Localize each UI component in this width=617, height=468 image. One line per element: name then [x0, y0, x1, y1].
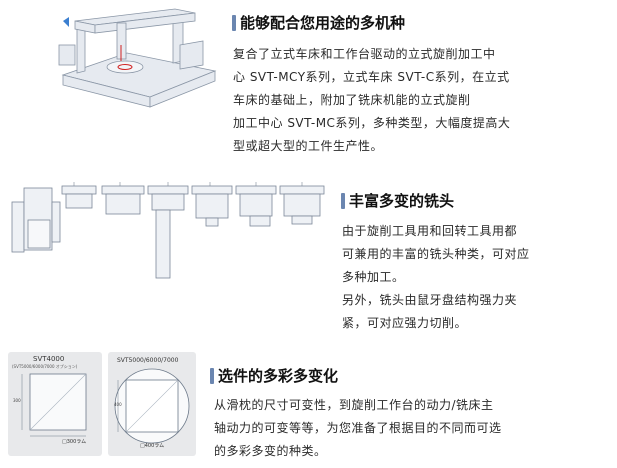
ram-diagram-right-title: SVT5000/6000/7000: [117, 357, 179, 364]
section1-line: 型或超大型的工件生产性。: [233, 139, 384, 153]
milling-heads-illustration: [11, 182, 325, 279]
ram-note-right: □400ラム: [140, 443, 165, 449]
heading-marker: [210, 367, 214, 384]
heading-marker: [341, 192, 345, 209]
section2-paragraph: 由于旋削工具用和回转工具用都 可兼用的丰富的铣头种类，可对应 多种加工。 另外，…: [342, 220, 530, 335]
section2-line: 另外，铣头由鼠牙盘结构强力夹: [342, 293, 518, 307]
ram-square-large: [114, 368, 190, 444]
section1-line: 车床的基础上，附加了铣床机能的立式旋削: [233, 93, 471, 107]
section3-line: 从滑枕的尺寸可变性，到旋削工作台的动力/铣床主: [214, 398, 494, 412]
ram-square-small: [21, 373, 87, 437]
heading-marker: [232, 14, 236, 31]
section1-line: 心 SVT-MCY系列，立式车床 SVT-C系列，在立式: [233, 70, 510, 84]
section2-line: 由于旋削工具用和回转工具用都: [342, 224, 518, 238]
section1-line: 加工中心 SVT-MC系列，多种类型，大幅度提高大: [233, 116, 511, 130]
section3-line: 的多彩多变的种类。: [214, 444, 327, 458]
ram-dim-right: 400: [114, 402, 122, 407]
section2-title: 丰富多变的铣头: [349, 192, 455, 210]
section1-line: 复合了立式车床和工作台驱动的立式旋削加工中: [233, 47, 496, 61]
section2-heading: 丰富多变的铣头: [341, 190, 454, 211]
ram-note-left: □300ラム: [62, 439, 87, 445]
section3-paragraph: 从滑枕的尺寸可变性，到旋削工作台的动力/铣床主 轴动力的可变等等，为您准备了根据…: [214, 394, 502, 463]
section2-line: 紧，可对应强力切削。: [342, 316, 468, 330]
section3-title: 选件的多彩多变化: [218, 367, 339, 385]
machine-illustration: [58, 8, 217, 108]
ram-diagram-left-subtitle: (SVT5000/6000/7000 オプション): [12, 364, 78, 369]
section3-line: 轴动力的可变等等，为您准备了根据目的不同而可选: [214, 421, 502, 435]
section1-heading: 能够配合您用途的多机种: [232, 12, 405, 33]
ram-dim-left: 300: [13, 398, 21, 403]
section2-line: 可兼用的丰富的铣头种类，可对应: [342, 247, 530, 261]
section3-heading: 选件的多彩多变化: [210, 365, 338, 386]
section2-line: 多种加工。: [342, 270, 405, 284]
section1-paragraph: 复合了立式车床和工作台驱动的立式旋削加工中 心 SVT-MCY系列，立式车床 S…: [233, 43, 510, 158]
section1-title: 能够配合您用途的多机种: [240, 14, 406, 32]
ram-diagram-left-title: SVT4000: [33, 355, 65, 363]
